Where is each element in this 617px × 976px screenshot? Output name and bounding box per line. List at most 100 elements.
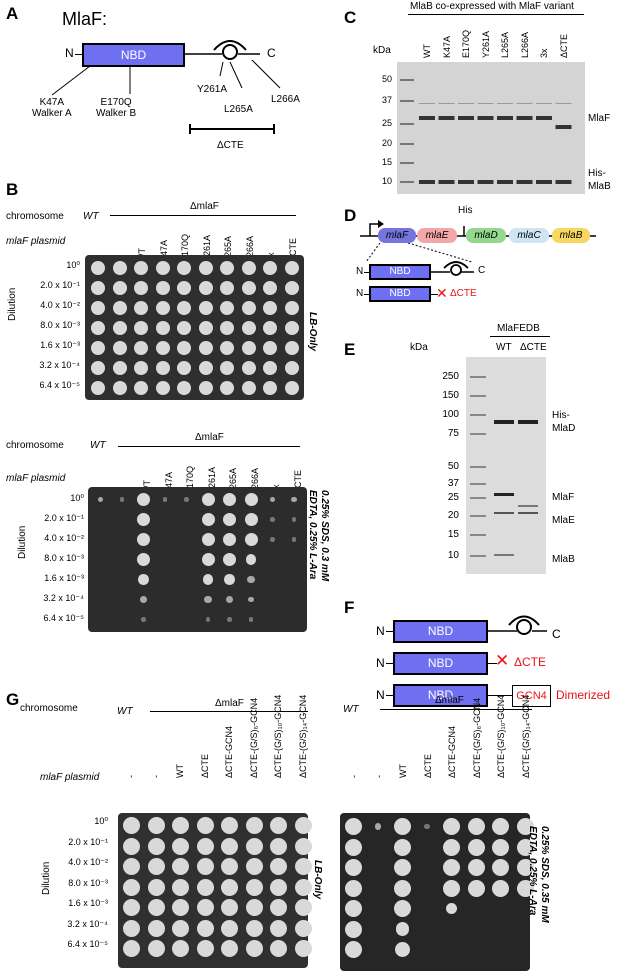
ladder-band xyxy=(470,376,486,378)
growth-spot xyxy=(269,496,276,503)
d-c: C xyxy=(478,265,486,276)
growth-spot xyxy=(374,823,382,830)
growth-spot xyxy=(147,837,165,855)
dilution-row-label: 10⁰ xyxy=(94,816,108,826)
ladder-band xyxy=(400,123,414,125)
mlaf-band xyxy=(477,116,494,120)
growth-spot xyxy=(141,617,146,622)
growth-spot xyxy=(220,301,234,315)
growth-spot xyxy=(245,554,257,565)
growth-spot xyxy=(134,321,148,335)
gel-e-kda: kDa xyxy=(410,342,428,353)
g-line-left xyxy=(150,711,308,712)
column-header: ΔCTE-(G/S)₆-GCN4 xyxy=(248,697,259,778)
growth-spot xyxy=(177,321,191,335)
growth-spot xyxy=(345,920,362,938)
mlaf-title: MlaF: xyxy=(62,9,107,29)
f-linker1 xyxy=(386,631,394,632)
ladder-band xyxy=(400,181,414,183)
f-x-mark: ✕ xyxy=(495,651,510,670)
growth-spot xyxy=(492,838,509,856)
column-header: L266A xyxy=(519,31,530,58)
f-nbd2: NBD xyxy=(393,652,488,675)
ladder-band xyxy=(470,395,486,397)
panel-b-letter: B xyxy=(6,180,19,199)
growth-spot xyxy=(177,301,191,315)
growth-spot xyxy=(204,595,212,604)
mlad-band-dcte xyxy=(518,420,538,424)
g-plasmid-label: mlaF plasmid xyxy=(40,772,100,783)
growth-spot xyxy=(263,281,277,295)
growth-spot xyxy=(291,517,297,522)
gel-e-marker: 150 xyxy=(442,390,459,401)
growth-spot xyxy=(492,859,509,876)
dilution-row-label: 4.0 x 10⁻² xyxy=(44,533,84,543)
f-nbd1: NBD xyxy=(393,620,488,643)
gcn4-domain: GCN4 xyxy=(512,685,551,707)
growth-spot xyxy=(134,301,148,315)
gel-e xyxy=(466,357,546,574)
growth-spot xyxy=(137,553,150,566)
column-header: - xyxy=(373,775,384,778)
growth-spot xyxy=(294,919,312,937)
growth-spot xyxy=(241,281,256,295)
column-header: ΔCTE xyxy=(558,33,569,58)
dilution-row-label: 10⁰ xyxy=(70,493,84,503)
f-n3: N xyxy=(376,688,385,702)
growth-spot xyxy=(221,919,238,937)
growth-spot xyxy=(155,341,170,355)
growth-spot xyxy=(294,940,312,957)
growth-spot xyxy=(123,940,140,957)
growth-spot xyxy=(492,879,509,897)
growth-spot xyxy=(345,859,362,876)
mlad-band-wt xyxy=(494,420,514,424)
growth-spot xyxy=(270,919,287,937)
delta-mlaf-2: ΔmlaF xyxy=(195,432,224,443)
growth-spot xyxy=(221,817,238,834)
growth-spot xyxy=(140,596,147,603)
mlab-band xyxy=(419,180,435,184)
growth-spot xyxy=(201,493,215,506)
growth-spot xyxy=(172,919,189,937)
gel-e-marker: 25 xyxy=(447,492,459,503)
mlaf-band xyxy=(555,125,572,129)
dilution-row-label: 6.4 x 10⁻⁵ xyxy=(43,613,84,623)
d-nbd1: NBD xyxy=(369,264,431,280)
growth-spot xyxy=(201,513,215,526)
growth-spot xyxy=(284,361,299,375)
growth-spot xyxy=(345,818,362,835)
growth-spot xyxy=(492,818,509,835)
panel-a-letter: A xyxy=(6,4,19,23)
growth-spot xyxy=(184,497,189,502)
growth-spot xyxy=(138,574,149,585)
d-linker2 xyxy=(364,294,370,295)
ladder-band xyxy=(400,79,414,81)
growth-spot xyxy=(245,817,263,834)
growth-spot xyxy=(134,281,148,295)
growth-spot xyxy=(467,818,485,835)
plasmid-label: mlaF plasmid xyxy=(6,236,66,247)
growth-spot xyxy=(263,361,277,375)
growth-spot xyxy=(270,837,287,855)
growth-spot xyxy=(394,838,411,856)
f-cte-loop xyxy=(487,615,547,635)
growth-spot xyxy=(467,838,485,856)
dcte-bracket xyxy=(189,124,275,134)
gel-c-marker: 25 xyxy=(381,118,392,128)
column-header: K47A xyxy=(441,35,452,58)
growth-spot xyxy=(91,381,105,395)
growth-spot xyxy=(134,341,148,355)
dcte-label: ΔCTE xyxy=(217,140,244,151)
growth-spot xyxy=(294,899,312,916)
chromosome-wt-2: WT xyxy=(90,440,106,451)
growth-spot xyxy=(345,941,362,958)
growth-spot xyxy=(270,537,275,542)
growth-spot xyxy=(220,361,234,375)
gel-c-marker: 20 xyxy=(381,138,392,148)
growth-spot xyxy=(245,919,263,937)
mlaf-band xyxy=(497,116,513,120)
f-linker2 xyxy=(386,663,394,664)
growth-spot xyxy=(424,823,430,830)
column-header: E170Q xyxy=(461,29,471,58)
growth-spot xyxy=(294,878,312,896)
